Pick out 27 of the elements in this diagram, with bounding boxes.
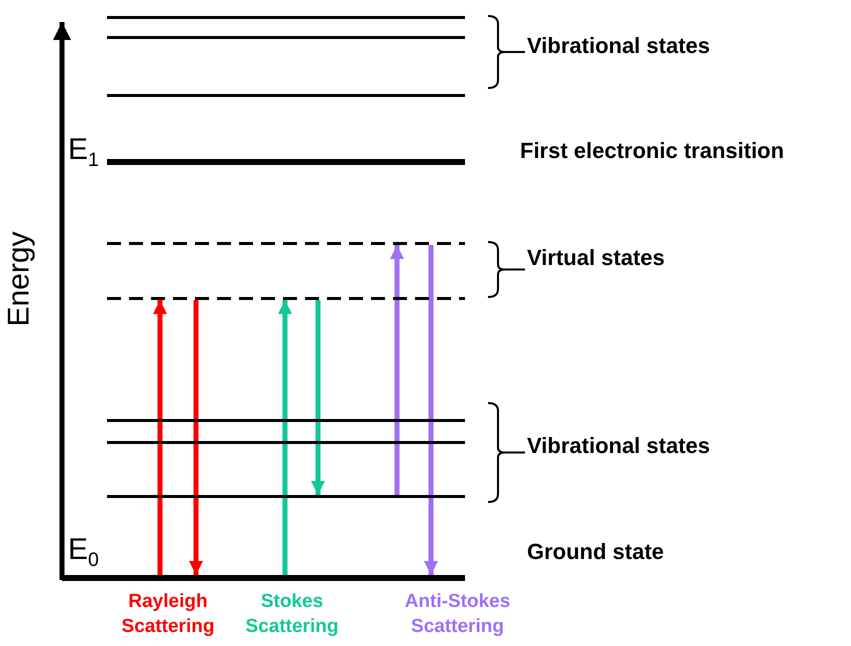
level-label: First electronic transition xyxy=(520,138,784,164)
arrow xyxy=(390,245,404,495)
energy-level xyxy=(107,441,465,444)
arrow xyxy=(278,300,292,575)
level-label: Ground state xyxy=(527,539,664,565)
energy-level xyxy=(107,16,465,19)
bracket-label: Vibrational states xyxy=(527,32,711,60)
energy-level xyxy=(107,36,465,39)
dashed-energy-level xyxy=(107,242,465,245)
dashed-energy-level xyxy=(107,297,465,300)
bracket-label: Virtual states xyxy=(527,244,666,272)
level-symbol: E$_{1}$ xyxy=(68,133,99,172)
level-symbol: E$_{0}$ xyxy=(68,533,99,572)
energy-level xyxy=(107,495,465,498)
energy-level xyxy=(107,159,465,165)
energy-level xyxy=(107,419,465,422)
scattering-label: Anti-Stokes Scattering xyxy=(404,590,512,639)
energy-level xyxy=(107,575,465,581)
arrow xyxy=(153,300,167,575)
arrow xyxy=(189,300,203,575)
axis-label: Energy xyxy=(2,231,37,327)
bracket-label: Vibrational states xyxy=(527,432,711,460)
arrow xyxy=(311,300,325,495)
energy-level xyxy=(107,94,465,97)
scattering-label: Rayleigh Scattering xyxy=(120,590,216,639)
scattering-label: Stokes Scattering xyxy=(244,590,340,639)
arrow xyxy=(424,245,438,575)
